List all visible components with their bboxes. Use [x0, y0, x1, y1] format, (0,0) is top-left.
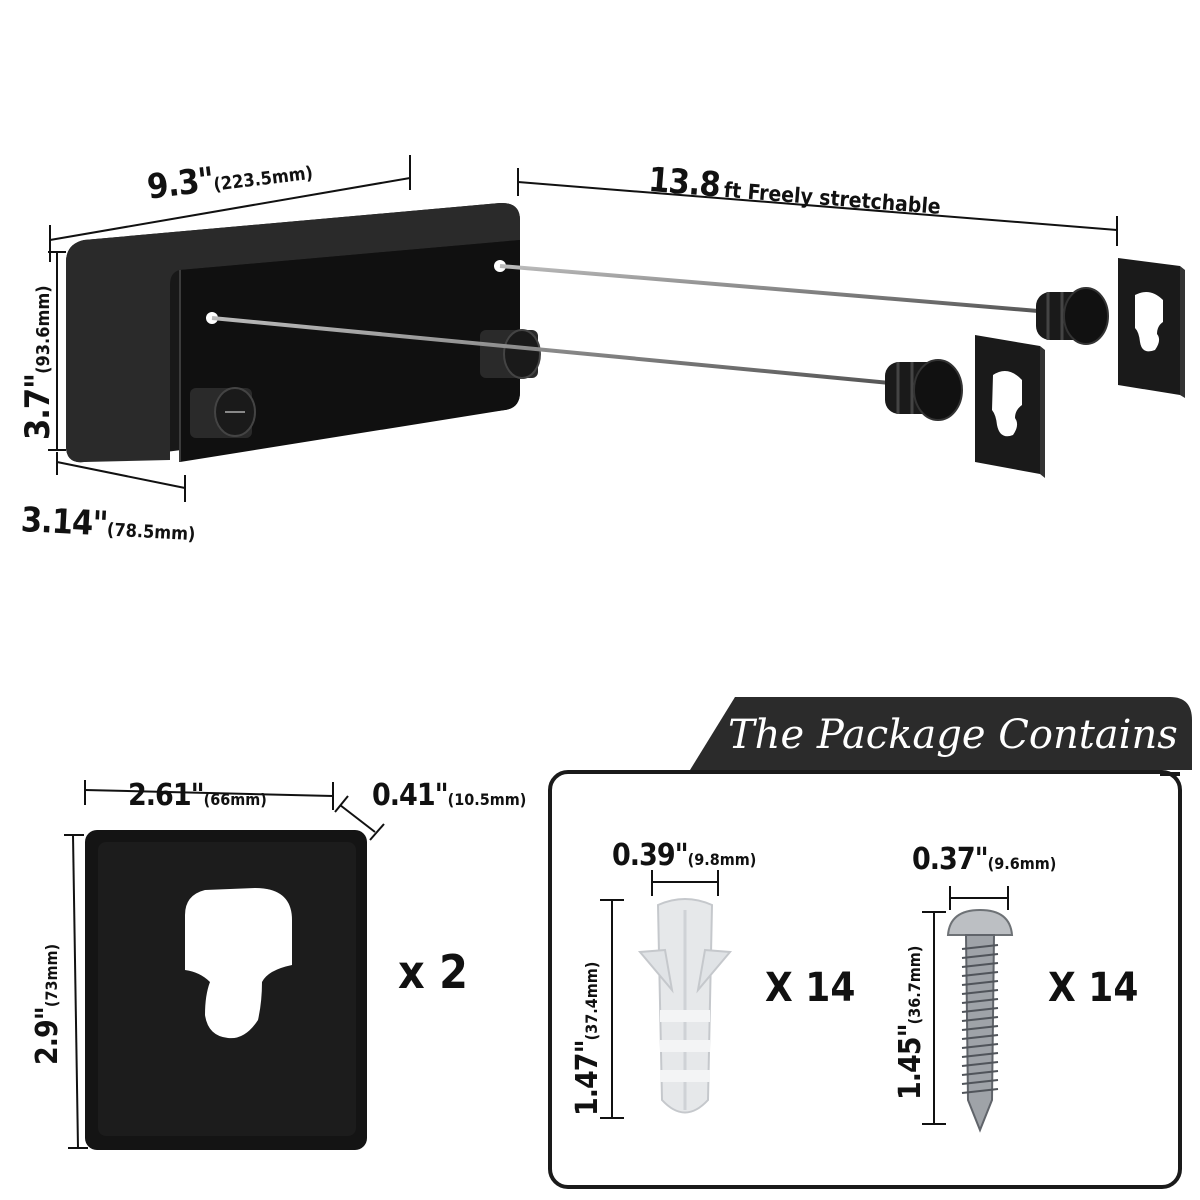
wire-end-stopper-lower — [885, 359, 963, 421]
package-title: The Package Contains — [728, 712, 1178, 758]
screw-threads — [961, 944, 999, 1094]
box-knob-left — [190, 387, 256, 438]
package-box — [548, 770, 1182, 1189]
width-dimension-line — [49, 155, 411, 262]
wire-end-stopper-upper — [1036, 287, 1109, 345]
screw-length-label: 1.45"(36.7mm) — [893, 946, 928, 1100]
anchor-width-value: 0.39" — [612, 838, 689, 873]
plate-width-value: 2.61" — [128, 778, 205, 813]
depth-dimension-line — [56, 452, 186, 502]
anchor-quantity: X 14 — [765, 965, 856, 1011]
anchor-length-value: 1.47" — [570, 1040, 605, 1116]
anchor-width-label: 0.39"(9.8mm) — [612, 838, 756, 873]
plate-thickness-value: 0.41" — [372, 778, 449, 813]
screw-quantity: X 14 — [1048, 965, 1139, 1011]
plate-quantity: x 2 — [398, 945, 468, 999]
wall-plate-upper — [1118, 258, 1185, 398]
wire-upper — [499, 264, 1051, 314]
plate-width-mm: (66mm) — [203, 790, 267, 809]
plate-thickness-label: 0.41"(10.5mm) — [372, 778, 526, 813]
screw-width-value: 0.37" — [912, 842, 989, 877]
retractable-line-box — [66, 202, 520, 463]
screw-width-mm: (9.6mm) — [987, 854, 1057, 873]
plate-thickness-mm: (10.5mm) — [447, 790, 527, 809]
keyhole-slot — [185, 888, 292, 1039]
anchor-length-mm: (37.4mm) — [582, 961, 601, 1041]
main-product-illustration — [48, 155, 1185, 502]
package-title-tab — [690, 697, 1192, 770]
wall-plate-illustration — [64, 780, 385, 1150]
anchor-width-mm: (9.8mm) — [687, 850, 757, 869]
screw-length-value: 1.45" — [893, 1024, 928, 1100]
stretch-dimension-line — [517, 168, 1118, 246]
wire-lower — [211, 316, 901, 386]
screw-width-label: 0.37"(9.6mm) — [912, 842, 1056, 877]
height-dimension-line — [48, 251, 66, 451]
wall-plate-lower — [975, 335, 1045, 478]
plate-width-label: 2.61"(66mm) — [128, 778, 267, 813]
box-knob-right — [480, 329, 541, 379]
screw-length-mm: (36.7mm) — [905, 945, 924, 1025]
anchor-length-label: 1.47"(37.4mm) — [570, 962, 605, 1116]
plastic-anchor — [637, 898, 733, 1114]
